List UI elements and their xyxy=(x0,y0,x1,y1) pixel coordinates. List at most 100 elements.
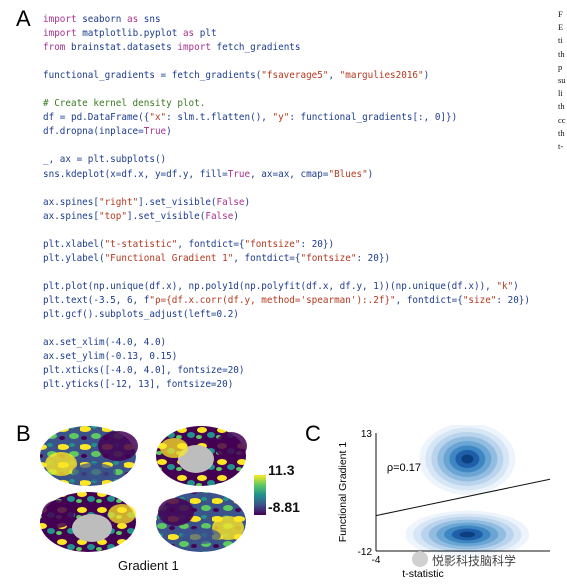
kde-density-contours xyxy=(405,425,530,559)
code-line: ax.spines["top"].set_visible(False) xyxy=(43,210,513,224)
code-line: from brainstat.datasets import fetch_gra… xyxy=(43,41,513,55)
code-line: # Create kernel density plot. xyxy=(43,97,513,111)
code-token: "margulies2016" xyxy=(339,70,424,82)
code-token: , ax=ax, cmap= xyxy=(250,168,329,180)
code-token: plt.yticks([-12, 13], fontsize=20) xyxy=(43,379,234,391)
code-token: "fontsize" xyxy=(300,252,357,264)
code-token: ) xyxy=(367,168,374,180)
code-line: ax.set_ylim(-0.13, 0.15) xyxy=(43,350,513,364)
code-token: "ρ={df.x.corr(df.y, method='spearman'):.… xyxy=(149,294,396,306)
code-line: functional_gradients = fetch_gradients("… xyxy=(43,69,513,83)
code-line xyxy=(43,55,513,69)
code-line xyxy=(43,322,513,336)
code-token: plt.plot(np.unique(df.x), np.poly1d(np.p… xyxy=(43,280,497,292)
code-token: fetch_gradients xyxy=(210,42,301,54)
code-token: ) xyxy=(233,210,239,222)
code-token: brainstat.datasets xyxy=(65,42,178,54)
code-token: df.dropna(inplace= xyxy=(43,126,144,138)
code-token: as xyxy=(126,14,139,25)
panel-label-a: A xyxy=(16,6,31,31)
kde-plot: 13 -12 -4 ρ=0.17 Functional Gradient 1 t… xyxy=(337,425,551,580)
code-token: "fsaverage5" xyxy=(261,70,329,82)
code-line xyxy=(43,224,513,238)
watermark-icon xyxy=(412,551,428,567)
watermark-text: 悦影科技脑科学 xyxy=(430,552,519,569)
caption-line: t- xyxy=(558,140,564,151)
code-token: _, ax = plt.subplots() xyxy=(43,154,167,166)
code-token: : 20}) xyxy=(356,252,391,264)
code-token: plt.text(-3.5, 6, f xyxy=(43,294,150,306)
code-line: _, ax = plt.subplots() xyxy=(43,153,513,167)
code-line xyxy=(43,266,513,280)
code-token: , xyxy=(328,70,340,82)
code-token: "fontsize" xyxy=(244,238,301,250)
code-token: "k" xyxy=(496,280,514,292)
code-token: as xyxy=(182,28,195,40)
code-token: "t-statistic" xyxy=(104,238,178,250)
code-token: "y" xyxy=(272,112,290,124)
colorbar-max-label: 11.3 xyxy=(268,462,295,478)
caption-line: cc xyxy=(558,114,566,125)
code-token: df = pd.DataFrame({ xyxy=(43,112,150,124)
code-token: functional_gradients = fetch_gradients( xyxy=(43,70,262,82)
caption-line: F xyxy=(558,9,563,19)
code-token: sns.kdeplot(x=df.x, y=df.y, fill= xyxy=(43,168,228,180)
code-token: ].set_visible( xyxy=(138,196,217,208)
code-token: ) xyxy=(513,280,519,292)
code-token: False xyxy=(205,210,234,222)
y-tick-label-top: 13 xyxy=(361,429,373,440)
code-line: import seaborn as sns xyxy=(43,13,513,27)
code-token: , fontdict={ xyxy=(395,294,463,306)
code-line: plt.gcf().subplots_adjust(left=0.2) xyxy=(43,308,513,322)
colorbar-title: Gradient 1 xyxy=(118,558,179,573)
code-token: import xyxy=(43,28,77,40)
code-line: plt.xlabel("t-statistic", fontdict={"fon… xyxy=(43,238,513,252)
code-token: plt.xlabel( xyxy=(43,238,105,250)
code-line: import matplotlib.pyplot as plt xyxy=(43,27,513,41)
x-tick-label-left: -4 xyxy=(372,555,381,566)
caption-line: p xyxy=(558,61,563,72)
code-line xyxy=(43,83,513,97)
caption-line: th xyxy=(558,48,565,59)
code-token: ) xyxy=(423,70,430,82)
code-token: plt.gcf().subplots_adjust(left=0.2) xyxy=(43,308,239,320)
code-token: # Create kernel density plot. xyxy=(43,98,206,110)
code-line: plt.xticks([-4.0, 4.0], fontsize=20) xyxy=(43,364,513,378)
spearman-rho-annotation: ρ=0.17 xyxy=(387,462,421,474)
code-token: from xyxy=(43,42,66,54)
code-token: : functional_gradients[:, 0]}) xyxy=(289,112,458,124)
code-token: ax.spines[ xyxy=(43,196,99,208)
code-line: df = pd.DataFrame({"x": slm.t.flatten(),… xyxy=(43,111,513,125)
code-token: ax.set_ylim(-0.13, 0.15) xyxy=(43,351,178,363)
panel-label-c: C xyxy=(305,421,321,446)
brain-lateral-right xyxy=(156,492,246,552)
code-line xyxy=(43,139,513,153)
code-token: True xyxy=(143,126,167,138)
colorbar xyxy=(254,475,266,515)
code-token: , fontdict={ xyxy=(177,238,245,250)
caption-line: su xyxy=(558,74,566,85)
code-token: "size" xyxy=(462,294,497,306)
code-token: plt.ylabel( xyxy=(43,252,105,264)
code-line: df.dropna(inplace=True) xyxy=(43,125,513,139)
code-token: : 20}) xyxy=(496,294,530,306)
brain-medial-right xyxy=(156,426,247,486)
code-token: plt.xticks([-4.0, 4.0], fontsize=20) xyxy=(43,365,245,377)
code-line: ax.set_xlim(-4.0, 4.0) xyxy=(43,336,513,350)
brain-lateral-left xyxy=(40,426,138,486)
code-line xyxy=(43,182,513,196)
panel-label-b: B xyxy=(16,421,31,446)
caption-line: ti xyxy=(558,35,563,46)
code-line: plt.text(-3.5, 6, f"ρ={df.x.corr(df.y, m… xyxy=(43,294,530,308)
colorbar-min-label: -8.81 xyxy=(268,499,300,515)
kde-contour-level xyxy=(459,531,476,538)
code-token: ax.spines[ xyxy=(43,210,99,222)
code-token: ) xyxy=(166,126,172,138)
code-token: False xyxy=(216,196,245,208)
caption-line: li xyxy=(558,88,563,99)
code-token: : slm.t.flatten(), xyxy=(166,112,273,124)
code-line: plt.ylabel("Functional Gradient 1", font… xyxy=(43,252,513,266)
code-line: plt.yticks([-12, 13], fontsize=20) xyxy=(43,378,513,392)
code-token: , fontdict={ xyxy=(233,252,301,264)
